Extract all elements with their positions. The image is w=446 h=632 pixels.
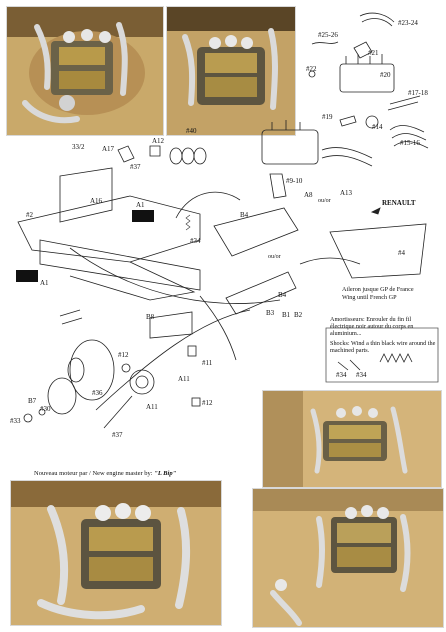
part-14 — [365, 115, 379, 129]
label-34-shocks-b: #34 — [356, 371, 367, 379]
label-a16: A16 — [90, 197, 103, 205]
label-a8: A8 — [304, 191, 313, 199]
ring-40c — [193, 147, 207, 165]
wheel-a11 — [129, 369, 155, 395]
wing-9-10 — [269, 173, 287, 199]
label-15-16: #15-16 — [400, 139, 420, 147]
tire-36 — [69, 339, 115, 401]
label-25-26: #25-26 — [318, 31, 338, 39]
label-34-shocks-a: #34 — [336, 371, 347, 379]
label-21: #21 — [368, 49, 379, 57]
chassis-tub — [17, 195, 201, 263]
b7 — [38, 408, 46, 416]
label-b3: B3 — [266, 309, 275, 317]
label-19: #19 — [322, 113, 333, 121]
label-9-10: #9-10 — [286, 177, 303, 185]
label-36: #36 — [92, 389, 103, 397]
label-b2: B2 — [294, 311, 303, 319]
caption-author: "L Bip" — [154, 470, 177, 477]
renault-wing-text: RENAULT — [382, 199, 416, 207]
label-a11-top: A11 — [178, 375, 190, 383]
label-2: #2 — [26, 211, 33, 219]
label-22: #22 — [306, 65, 317, 73]
wheel-30 — [47, 377, 77, 415]
photo-engine-bottom-left — [10, 480, 222, 626]
engine-master-caption: Nouveau moteur par / New engine master b… — [34, 470, 176, 477]
engine-block-20 — [339, 63, 395, 93]
part-17-18 — [387, 95, 421, 111]
part-15-16 — [389, 125, 429, 149]
label-17-18: #17-18 — [408, 89, 428, 97]
photo-engine-top-right — [166, 6, 296, 136]
shock-tool — [337, 359, 361, 371]
wing-note-fr: Aileron jusque GP de France — [342, 286, 414, 293]
label-a11-bottom: A11 — [146, 403, 158, 411]
label-12-right: #12 — [202, 399, 213, 407]
callout-box-a — [132, 210, 154, 222]
exhaust-center — [321, 147, 373, 167]
engine-center — [261, 129, 319, 165]
part-19 — [339, 115, 357, 127]
part-a17 — [117, 145, 135, 163]
axle-37 — [103, 395, 133, 429]
label-37-bottom: #37 — [112, 431, 123, 439]
part-21 — [353, 41, 373, 59]
rear-wing-4 — [329, 223, 427, 279]
label-b4-top: B4 — [240, 211, 249, 219]
label-14: #14 — [372, 123, 383, 131]
caption-prefix: Nouveau moteur par / New engine master b… — [34, 470, 155, 477]
photo-engine-mid-right — [262, 390, 442, 488]
shock-spring — [379, 353, 413, 363]
label-30: #30 — [40, 405, 51, 413]
label-a17: A17 — [102, 145, 115, 153]
label-37-top: #37 — [130, 163, 141, 171]
wing-note-en: Wing until French GP — [342, 294, 397, 301]
label-ou-or-2: ou/or — [268, 254, 281, 260]
part-a12 — [149, 145, 161, 157]
label-b4-bottom: B4 — [278, 291, 287, 299]
exhaust-pipe-25-26 — [311, 41, 339, 45]
ring-40a — [169, 147, 183, 165]
part-b8 — [149, 311, 193, 339]
photo-engine-bottom-right — [252, 488, 444, 628]
label-11: #11 — [202, 359, 213, 367]
label-33-2: 33/2 — [72, 143, 85, 151]
label-4: #4 — [398, 249, 405, 257]
exhaust-pipe-23-24 — [359, 12, 395, 27]
label-23-24: #23-24 — [398, 19, 418, 27]
label-b7: B7 — [28, 397, 37, 405]
label-20: #20 — [380, 71, 391, 79]
label-a12: A12 — [152, 137, 165, 145]
shocks-note-en: Shocks: Wind a thin black wire around th… — [330, 340, 436, 355]
label-33: #33 — [10, 417, 21, 425]
sidepod-b4b — [225, 271, 297, 315]
label-ou-or-1: ou/or — [318, 198, 331, 204]
label-b1: B1 — [282, 311, 291, 319]
part-11 — [187, 345, 197, 357]
sidepod-b4a — [213, 207, 299, 257]
label-12-left: #12 — [118, 351, 129, 359]
label-a1-top: A1 — [136, 201, 145, 209]
label-b8: B8 — [146, 313, 155, 321]
part-12a — [121, 363, 131, 373]
part-12b — [191, 397, 201, 407]
label-40: #40 — [186, 127, 197, 135]
photo-engine-top-left — [6, 6, 164, 136]
shocks-note-fr: Amortisseurs: Enrouler du fin fil électr… — [330, 316, 414, 338]
label-a1-bottom: A1 — [40, 279, 49, 287]
spring-34 — [185, 214, 191, 231]
part-22 — [308, 70, 316, 78]
ring-40b — [181, 147, 195, 165]
nut-33 — [23, 413, 33, 423]
label-a13: A13 — [340, 189, 353, 197]
label-34-top: #34 — [190, 237, 201, 245]
callout-box-b — [16, 270, 38, 282]
